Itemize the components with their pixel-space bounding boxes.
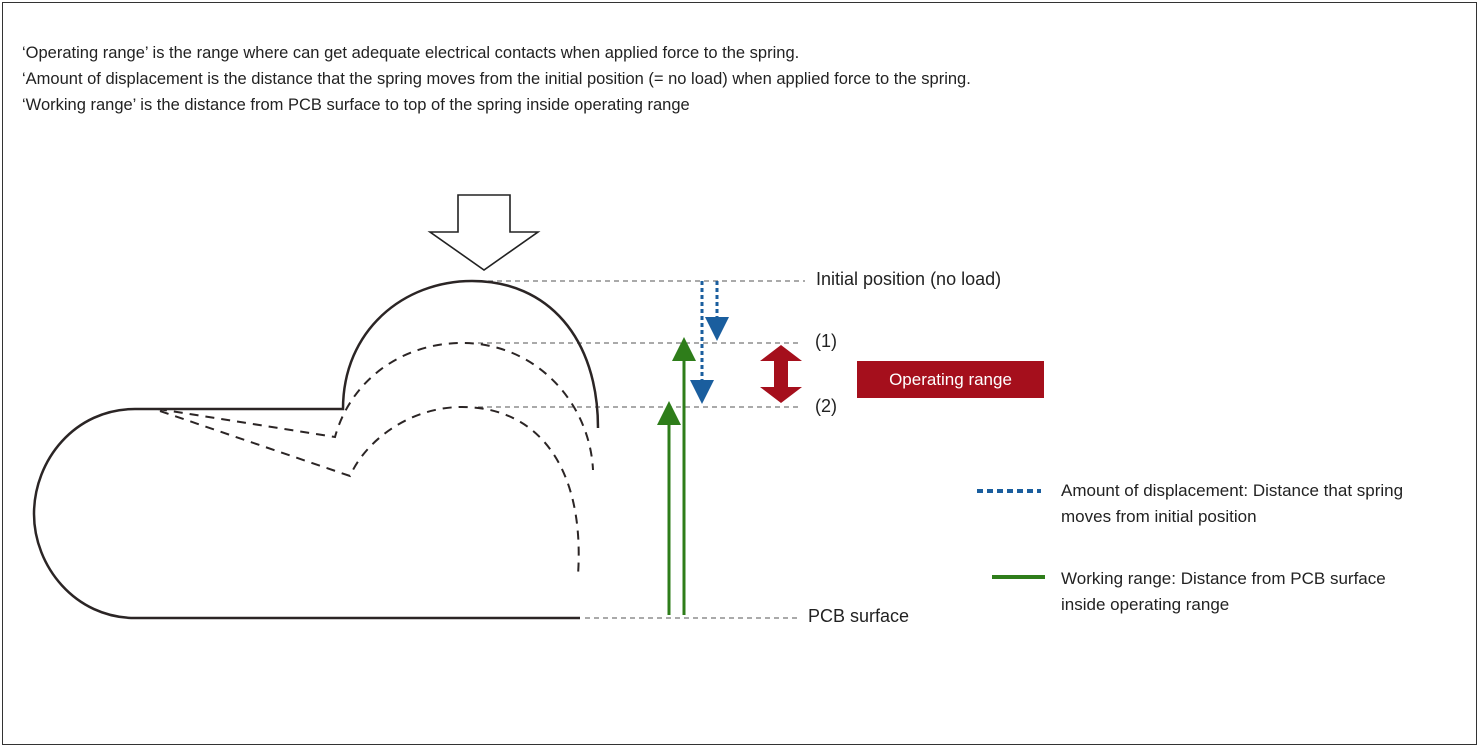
force-arrow-icon <box>427 194 541 271</box>
legend-displacement-text: Amount of displacement: Distance that sp… <box>1061 481 1404 526</box>
spring-deflected-2 <box>159 405 580 576</box>
operating-range-double-arrow-icon <box>760 345 802 403</box>
spring-outline <box>32 279 600 620</box>
operating-range-badge: Operating range <box>857 361 1044 398</box>
legend-working-text: Working range: Distance from PCB surface… <box>1061 569 1386 614</box>
initial-position-label: Initial position (no load) <box>816 269 1002 289</box>
intro-text: ‘Operating range’ is the range where can… <box>22 40 971 118</box>
intro-line-displacement: ‘Amount of displacement is the distance … <box>22 70 971 88</box>
intro-line-working-range: ‘Working range’ is the distance from PCB… <box>22 96 690 114</box>
pcb-surface-label: PCB surface <box>808 606 910 626</box>
position-1-label: (1) <box>815 331 837 351</box>
position-2-label: (2) <box>815 396 837 416</box>
intro-line-operating-range: ‘Operating range’ is the range where can… <box>22 44 800 62</box>
